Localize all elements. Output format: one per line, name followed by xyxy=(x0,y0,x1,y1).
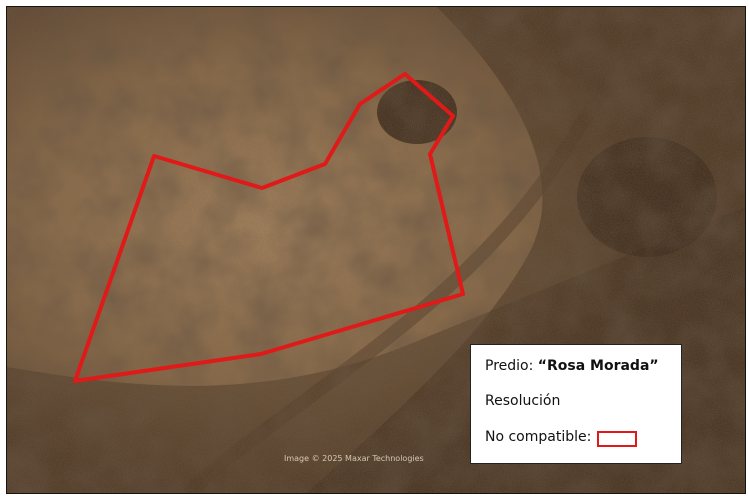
compatibility-label: No compatible: xyxy=(485,429,592,445)
legend-compatibility-row: No compatible: xyxy=(485,429,638,447)
predio-label: Predio: xyxy=(485,358,538,374)
parcel-polygon xyxy=(73,72,465,383)
satellite-imagery xyxy=(7,7,745,493)
red-outline-swatch-icon xyxy=(597,431,638,447)
legend-parcel-row: Predio: “Rosa Morada” xyxy=(485,358,659,374)
predio-name: “Rosa Morada” xyxy=(537,358,659,374)
imagery-credit: Image © 2025 Maxar Technologies xyxy=(284,454,424,463)
parcel-boundary xyxy=(73,72,465,383)
satellite-map[interactable]: Image © 2025 Maxar Technologies xyxy=(6,6,746,494)
legend-box: Predio: “Rosa Morada” Resolución No comp… xyxy=(470,344,682,464)
legend-resolution-label: Resolución xyxy=(485,393,561,409)
